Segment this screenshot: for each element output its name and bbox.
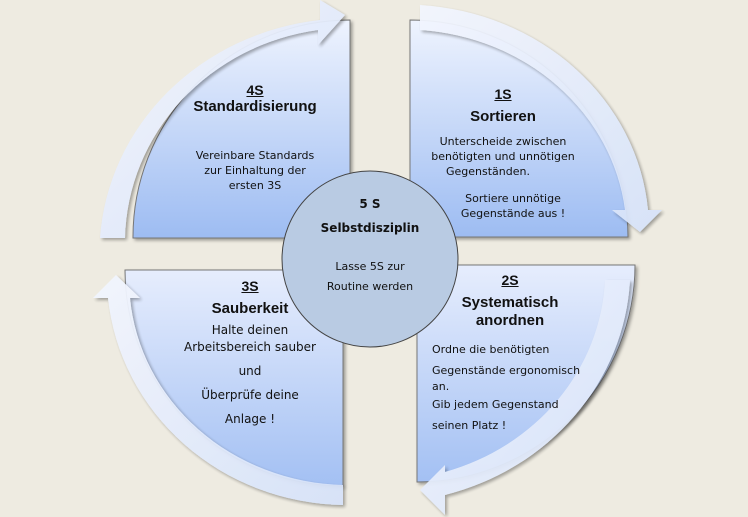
quadrant-2s: 2S Systematisch anordnen [430,272,590,330]
center-5s: 5 S Selbstdisziplin Lasse 5S zur Routine… [290,197,450,297]
quadrant-4s: 4S Standardisierung Vereinbare Standards… [170,82,340,193]
arrow-1s-to-2s [420,5,662,232]
center-description: Lasse 5S zur Routine werden [326,260,414,293]
arrow-2s-to-3s [420,280,630,515]
quadrant-3s-description: Halte deinen Arbeitsbereich sauber und Ü… [184,323,316,426]
quadrant-2s-title: Systematisch anordnen [461,294,559,329]
quadrant-4s-number: 4S [246,82,264,98]
quadrant-4s-description: Vereinbare Standards zur Einhaltung der … [195,149,315,192]
quadrant-1s-number: 1S [494,86,512,102]
quadrant-2s-number: 2S [501,272,519,288]
center-heading: 5 S [359,197,381,211]
quadrant-3s-number: 3S [241,278,259,294]
quadrant-1s-description-2: Sortiere unnötige Gegenstände aus ! [460,192,566,220]
quadrant-1s-title: Sortieren [470,108,536,125]
quadrant-4s-title: Standardisierung [193,98,317,115]
quadrant-3s: 3S Sauberkeit Halte deinen Arbeitsbereic… [160,278,340,428]
quadrant-1s: 1S Sortieren Unterscheide zwischen benöt… [418,86,588,221]
quadrant-2s-description: Ordne die benötigten Gegenstände ergonom… [432,343,581,432]
center-circle [281,170,459,348]
center-title: Selbstdisziplin [320,221,420,235]
quadrant-1s-description: Unterscheide zwischen benötigten und unn… [431,135,575,178]
arrow-4s-to-1s [100,0,345,238]
quadrant-3s-title: Sauberkeit [211,300,289,317]
arrow-3s-to-4s [93,275,343,505]
